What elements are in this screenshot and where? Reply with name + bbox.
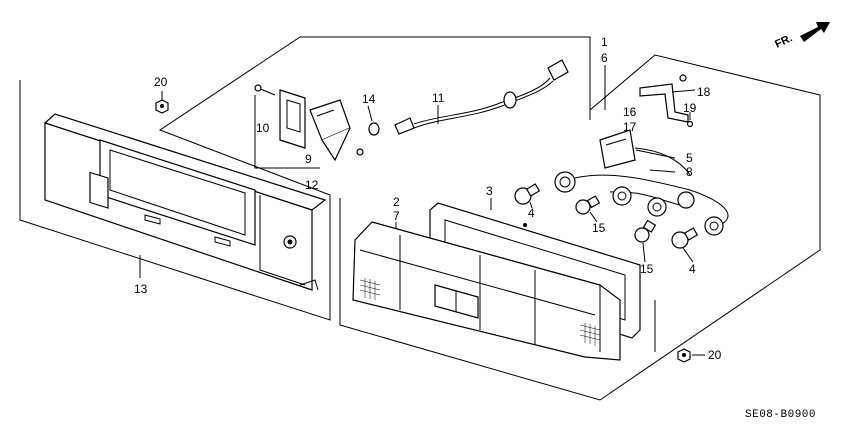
callout-16: 16 — [623, 105, 637, 119]
direction-label: FR. — [773, 32, 794, 50]
callout-2: 2 — [393, 195, 400, 209]
bulb-icon — [514, 183, 541, 205]
bulb-icon — [671, 227, 699, 249]
callout-20-bottom: 20 — [708, 348, 722, 362]
license-light-lens — [309, 99, 364, 162]
callout-15-right: 15 — [640, 262, 654, 276]
callout-labels: 20 10 9 12 14 11 1 6 18 16 17 19 5 8 3 2… — [134, 35, 722, 362]
group-outlines — [19, 36, 821, 401]
callout-12: 11 — [432, 91, 445, 105]
bulb-icon — [634, 219, 657, 243]
nut-icon — [677, 348, 691, 363]
callout-4-right: 4 — [689, 262, 696, 276]
callout-9: 13 — [134, 282, 148, 296]
screw-icon — [254, 84, 276, 96]
nut-icon — [155, 99, 169, 114]
callout-15-left: 15 — [592, 221, 606, 235]
callout-6: 6 — [601, 51, 608, 65]
socket-harness — [554, 147, 729, 236]
bulb-icon — [575, 195, 601, 215]
callout-4-left: 4 — [528, 206, 535, 220]
bracket — [639, 74, 694, 128]
bulb-icon — [368, 122, 380, 136]
callout-20-top: 20 — [154, 75, 168, 89]
callout-19: 19 — [683, 101, 697, 115]
direction-arrow-icon — [800, 22, 830, 42]
callout-7: 7 — [393, 209, 400, 223]
callout-1: 1 — [601, 35, 608, 49]
diagram-code: SE08-B0900 — [745, 409, 816, 421]
callout-5: 5 — [686, 151, 693, 165]
bulbs — [514, 183, 699, 249]
callout-10: 9 — [305, 152, 312, 166]
wire-harness — [394, 59, 569, 135]
callout-11: 10 — [256, 121, 270, 135]
callout-13: 12 — [305, 178, 319, 192]
rear-garnish-panel — [43, 113, 327, 291]
callout-3: 3 — [486, 184, 493, 198]
leader-lines — [139, 65, 705, 356]
callout-18: 18 — [697, 85, 711, 99]
license-light-base — [279, 89, 306, 149]
callout-14: 14 — [362, 92, 376, 106]
connector-unit — [599, 129, 636, 169]
tail-light-assembly — [352, 221, 621, 361]
callout-8: 8 — [686, 165, 693, 179]
front-direction-indicator: FR. — [773, 22, 830, 51]
callout-17: 17 — [623, 120, 637, 134]
